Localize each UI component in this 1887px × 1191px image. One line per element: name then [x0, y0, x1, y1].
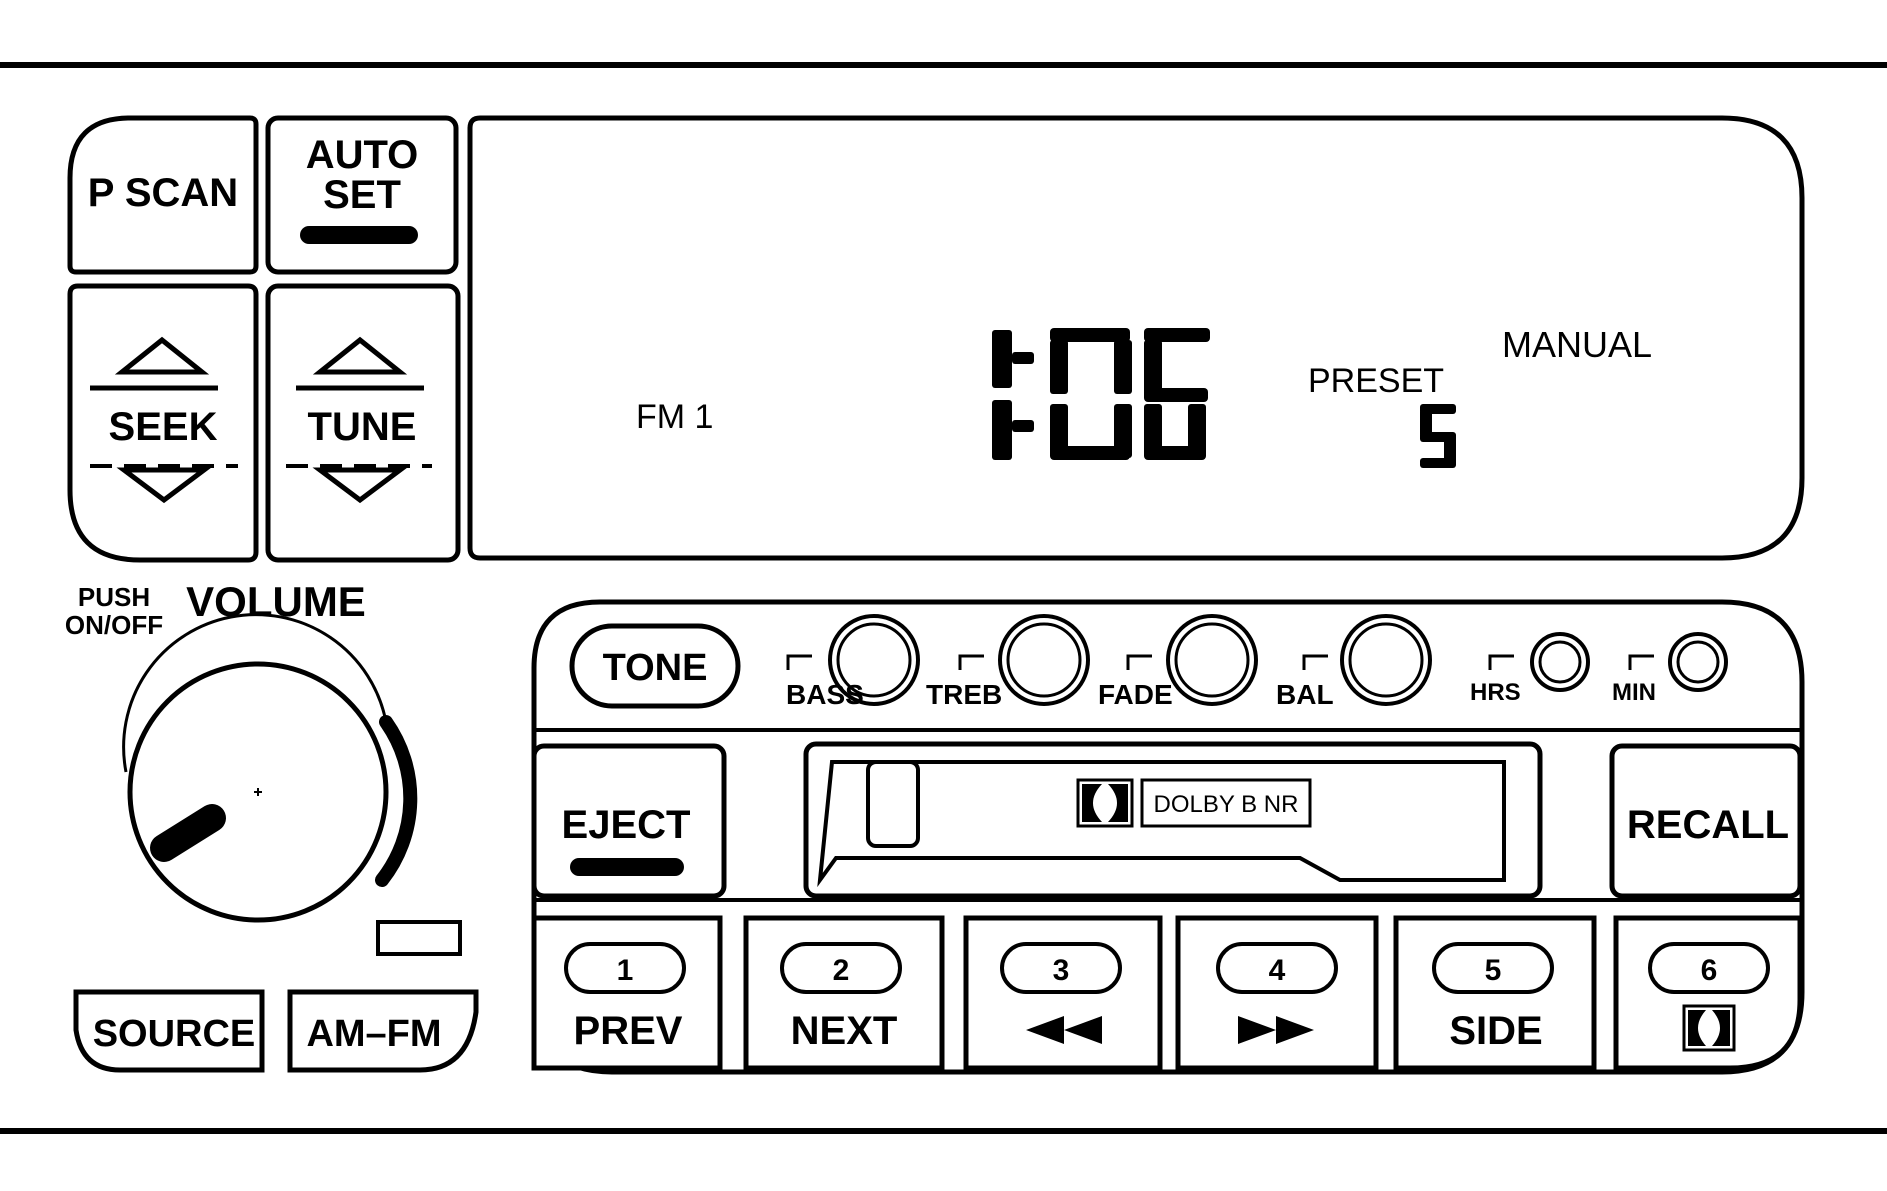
tone-button[interactable]: TONE	[569, 623, 741, 709]
preset-number-6: 6	[1701, 954, 1718, 987]
eject-label: EJECT	[562, 803, 691, 847]
fast-forward-icon	[1238, 1016, 1314, 1044]
preset-number-digit	[1420, 404, 1456, 468]
push-label-line1: PUSH	[78, 582, 150, 612]
dolby-icon	[1682, 1004, 1736, 1052]
amfm-label: AM–FM	[306, 1013, 441, 1055]
mode-indicator: MANUAL	[1502, 324, 1652, 365]
volume-label: VOLUME	[186, 578, 366, 625]
recall-button[interactable]: RECALL	[1609, 743, 1803, 899]
pscan-button[interactable]: P SCAN	[67, 115, 259, 275]
push-label-line2: ON/OFF	[65, 610, 163, 640]
preset-number-3: 3	[1053, 954, 1070, 987]
eject-indicator-bar	[570, 858, 684, 876]
volume-arc-thick	[375, 715, 418, 887]
bottom-frame-line	[0, 1128, 1887, 1134]
tone-label: TONE	[603, 647, 708, 689]
autoset-button[interactable]: AUTO SET	[265, 115, 459, 275]
rewind-icon	[1026, 1016, 1102, 1044]
volume-control[interactable]: PUSH ON/OFF VOLUME	[65, 578, 462, 956]
dolby-nr-label: DOLBY B NR	[1154, 791, 1299, 818]
preset-number-1: 1	[617, 954, 634, 987]
fade-knob[interactable]: FADE	[1098, 614, 1258, 710]
preset-number: 5	[1420, 0, 1421, 1]
frequency-value: 106	[1040, 0, 1042, 1]
band-indicator: FM 1	[636, 398, 713, 436]
preset-number-4: 4	[1269, 954, 1286, 987]
volume-pointer	[150, 804, 226, 862]
recall-label: RECALL	[1627, 803, 1789, 847]
preset-number-5: 5	[1485, 954, 1502, 987]
preset-number-2: 2	[833, 954, 850, 987]
autoset-indicator-bar	[300, 226, 418, 244]
cassette-slot: DOLBY B NR	[803, 741, 1543, 899]
volume-arc-thin	[122, 613, 388, 773]
source-button[interactable]: SOURCE	[73, 989, 265, 1073]
preset-button-6[interactable]: 6	[1613, 915, 1803, 1071]
preset-button-3[interactable]: 3	[963, 915, 1163, 1071]
autoset-label-line2: SET	[323, 173, 401, 217]
amfm-button[interactable]: AM–FM	[287, 989, 479, 1073]
bass-label: BASS	[786, 679, 864, 710]
preset-button-5[interactable]: 5 SIDE	[1393, 915, 1597, 1071]
minutes-knob[interactable]: MIN	[1612, 632, 1728, 706]
dolby-logo-icon	[1076, 778, 1134, 828]
source-label: SOURCE	[93, 1013, 256, 1055]
seek-rocker[interactable]: SEEK	[67, 283, 259, 563]
balance-label: BAL	[1276, 679, 1334, 710]
balance-knob[interactable]: BAL	[1276, 614, 1432, 710]
preset-label-1: PREV	[574, 1009, 683, 1053]
display-panel: FM 1 106 PRESET	[467, 0, 1805, 561]
preset-button-2[interactable]: 2 NEXT	[743, 915, 945, 1071]
preset-label-5: SIDE	[1449, 1009, 1542, 1053]
pscan-label: P SCAN	[88, 171, 238, 215]
preset-button-1[interactable]: 1 PREV	[531, 915, 723, 1071]
tune-label: TUNE	[308, 405, 417, 449]
tune-rocker[interactable]: TUNE	[265, 283, 461, 563]
seek-label: SEEK	[109, 405, 218, 449]
tune-down-icon[interactable]	[312, 467, 408, 504]
preset-button-4[interactable]: 4	[1175, 915, 1379, 1071]
eject-button[interactable]: EJECT	[531, 743, 727, 899]
fade-label: FADE	[1098, 679, 1173, 710]
preset-label-2: NEXT	[791, 1009, 898, 1053]
autoset-label-line1: AUTO	[306, 133, 419, 177]
top-frame-line	[0, 62, 1887, 68]
seek-down-icon[interactable]	[116, 467, 212, 504]
hours-knob[interactable]: HRS	[1470, 632, 1590, 706]
minutes-label: MIN	[1612, 679, 1656, 706]
cassette-door-tab	[866, 760, 920, 848]
bass-knob[interactable]: BASS	[786, 614, 920, 710]
hours-label: HRS	[1470, 679, 1521, 706]
seek-up-icon[interactable]	[114, 336, 210, 375]
treble-knob[interactable]: TREB	[926, 614, 1090, 710]
tune-up-icon[interactable]	[312, 336, 408, 375]
preset-label: PRESET	[1308, 362, 1444, 400]
treble-label: TREB	[926, 679, 1002, 710]
frequency-digits	[992, 328, 1210, 460]
volume-indicator-slot	[376, 920, 462, 956]
